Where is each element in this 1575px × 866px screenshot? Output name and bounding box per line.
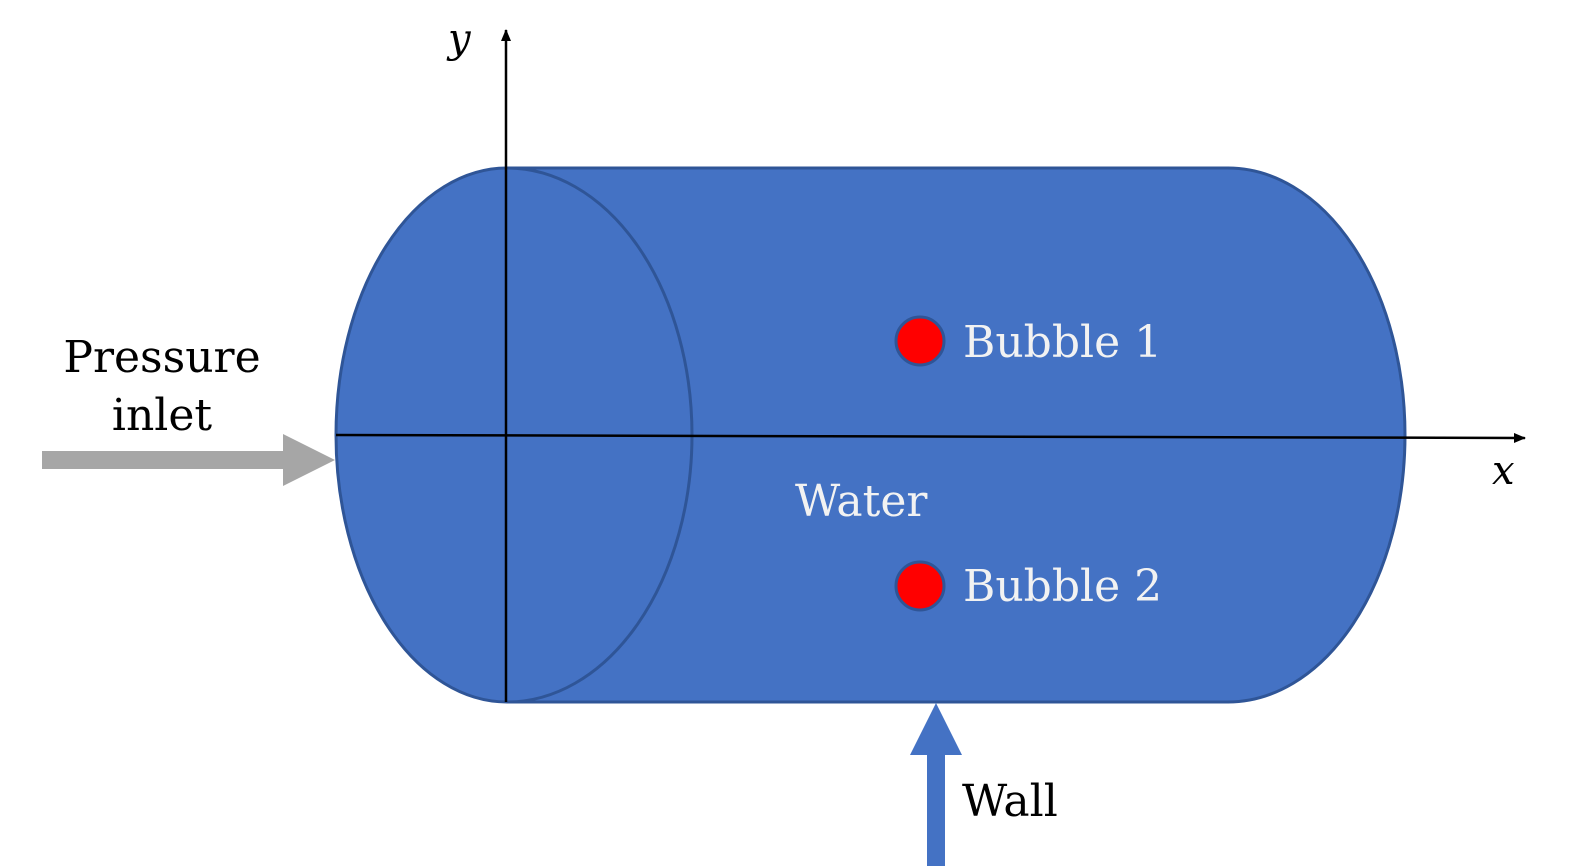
wall-arrow [910, 703, 962, 866]
y-axis-label: y [446, 16, 472, 62]
cylinder-body [334, 166, 1407, 704]
wall-label: Wall [962, 776, 1058, 827]
bubble-1 [894, 315, 946, 367]
x-axis-label: x [1492, 448, 1515, 494]
x-axis [335, 432, 1526, 443]
bubble-2-label: Bubble 2 [963, 561, 1162, 612]
pressure-inlet-arrow [42, 434, 335, 486]
pressure-inlet-label-line1: Pressure [63, 332, 260, 383]
water-label: Water [795, 476, 928, 527]
bubble-1-label: Bubble 1 [963, 317, 1162, 368]
bubble-2 [894, 560, 946, 612]
pressure-inlet-label-line2: inlet [112, 390, 213, 441]
